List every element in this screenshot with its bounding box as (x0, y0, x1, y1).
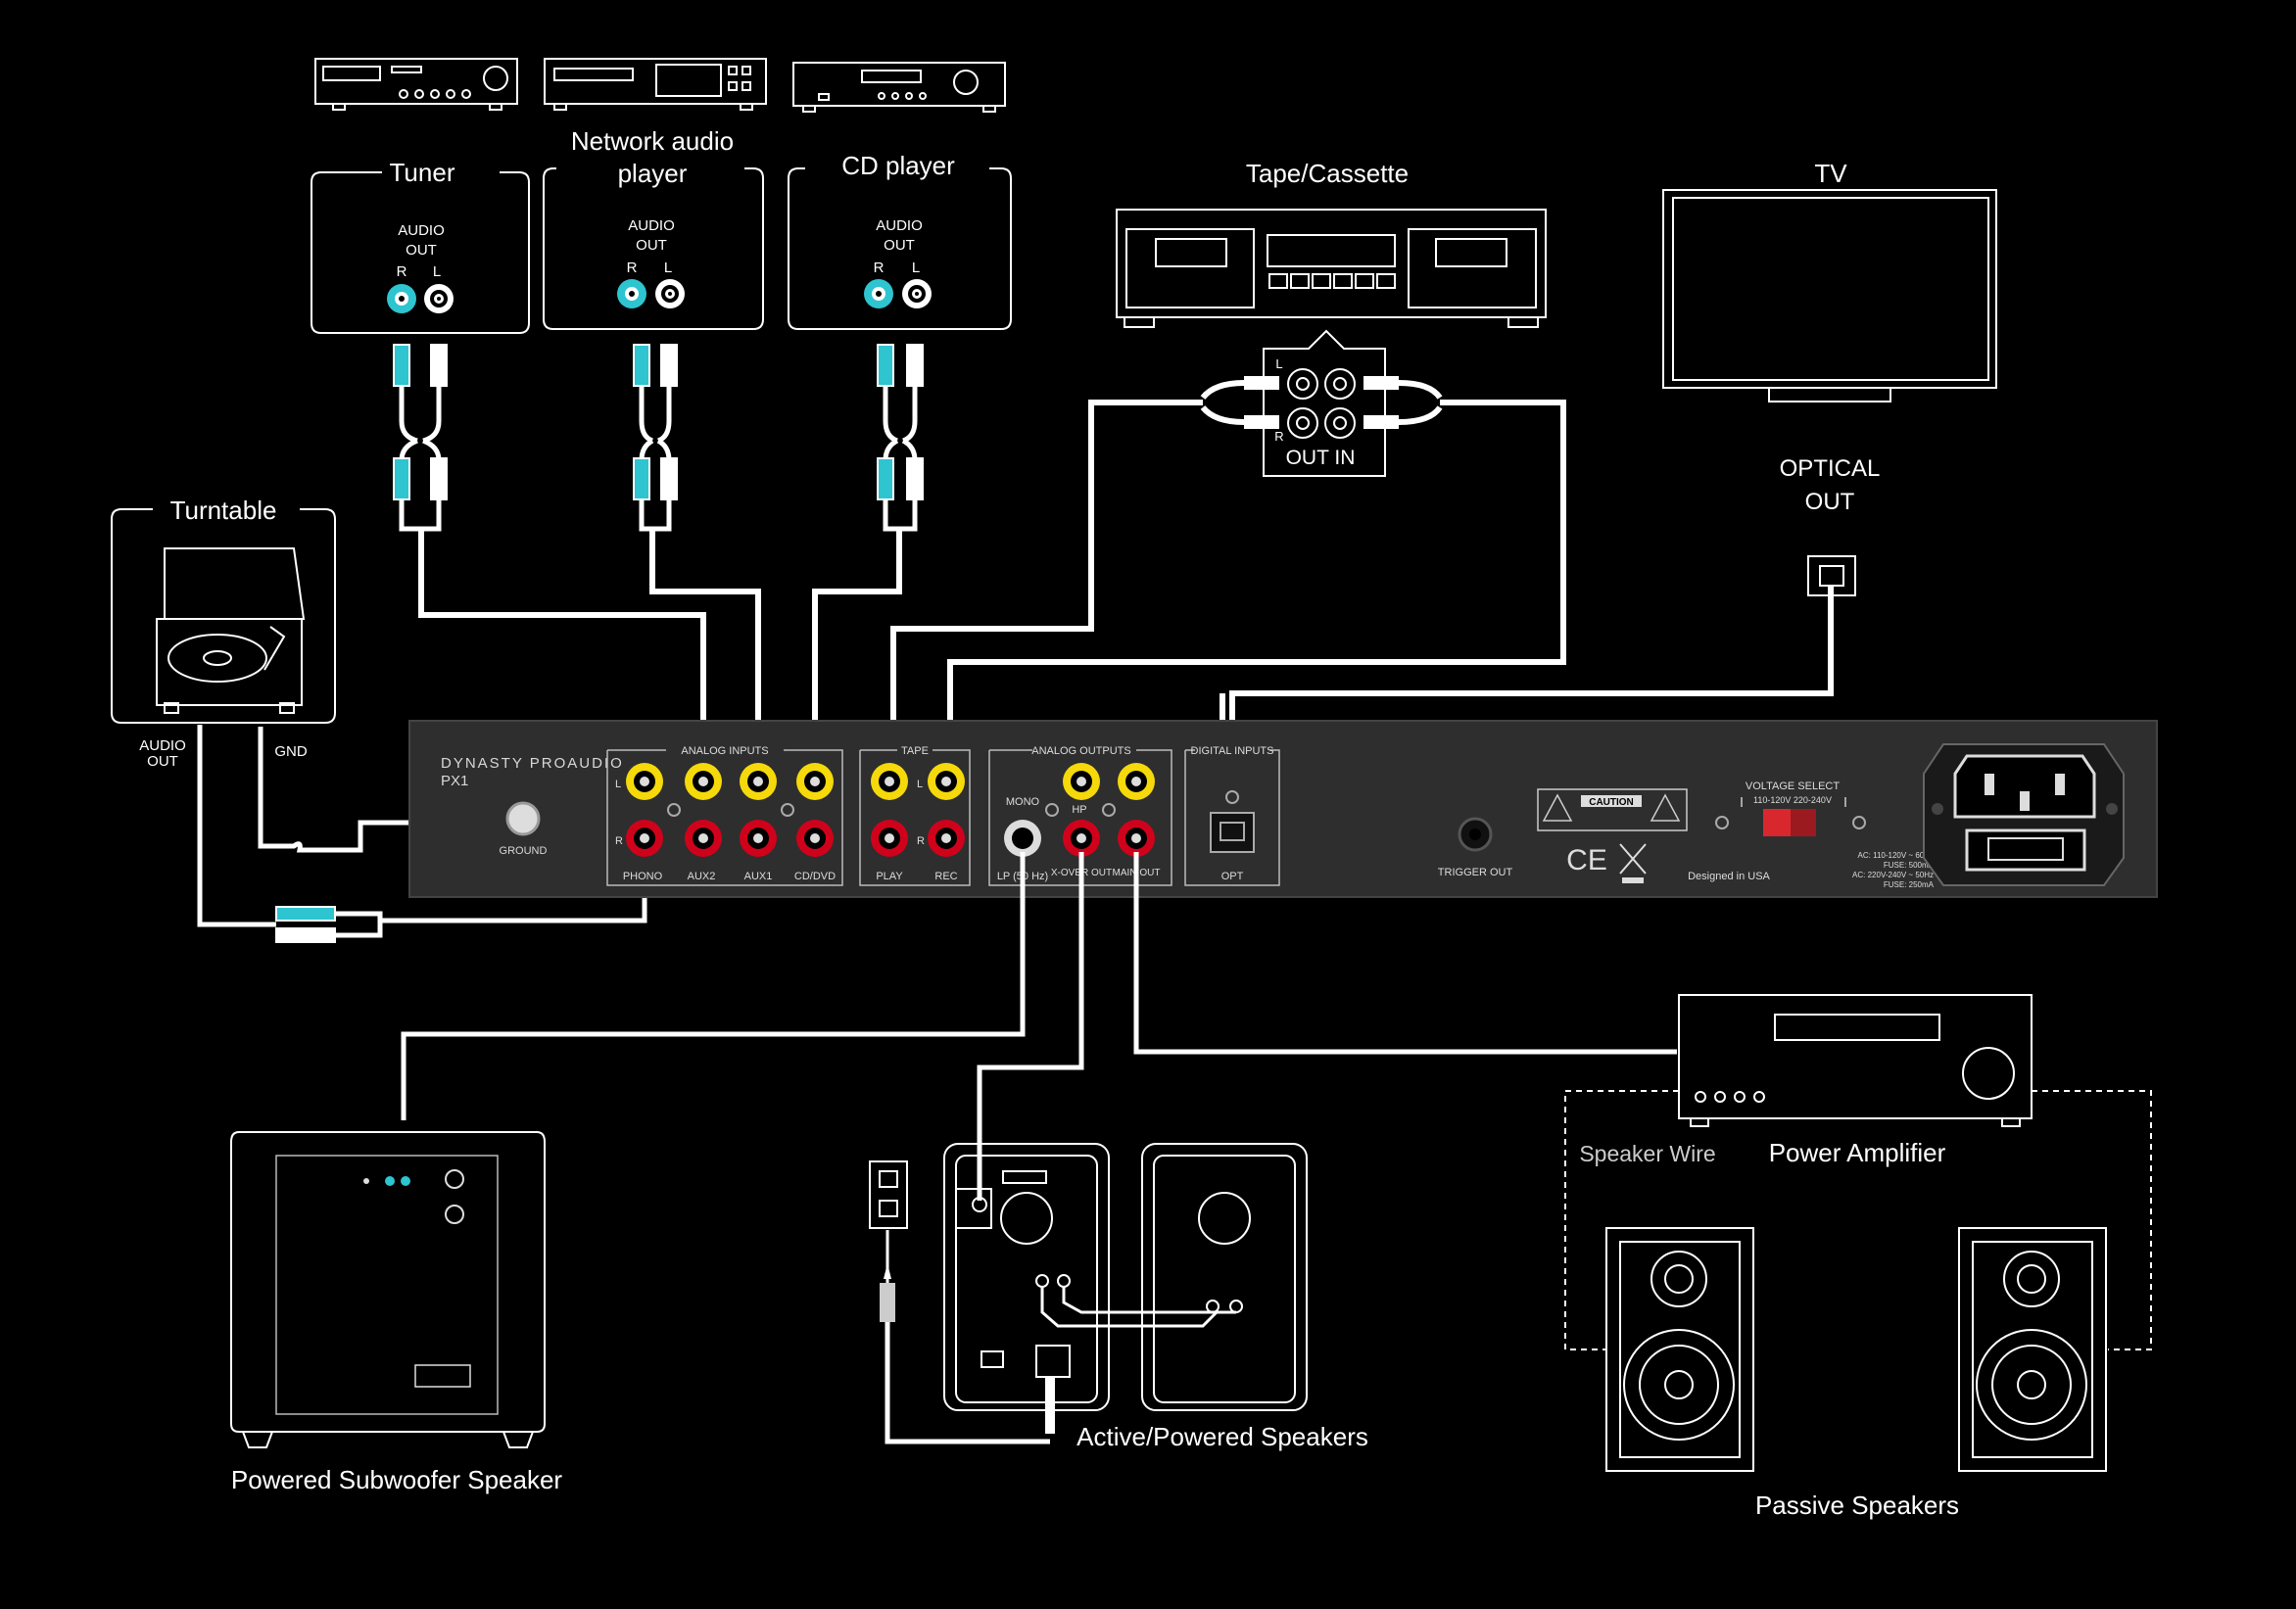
svg-text:AUX1: AUX1 (744, 871, 773, 882)
analog-output-jacks (1004, 763, 1155, 857)
network-title-1: Network audio (571, 126, 734, 156)
svg-text:ANALOG INPUTS: ANALOG INPUTS (681, 745, 768, 757)
svg-text:L: L (917, 779, 923, 790)
svg-text:AUX2: AUX2 (688, 871, 716, 882)
tuner-audio-label: AUDIO (398, 222, 445, 239)
turntable-title: Turntable (170, 496, 277, 525)
tuner-out-label: OUT (406, 242, 437, 259)
tv-title: TV (1814, 159, 1847, 188)
svg-text:R: R (1274, 429, 1283, 444)
speaker-wire-label: Speaker Wire (1579, 1141, 1715, 1166)
svg-text:GND: GND (274, 743, 308, 760)
svg-text:AUDIO: AUDIO (139, 737, 186, 754)
subwoofer-device: Powered Subwoofer Speaker (230, 1131, 563, 1494)
svg-text:110-120V 220-240V: 110-120V 220-240V (1753, 795, 1832, 805)
svg-text:AUDIO: AUDIO (876, 217, 923, 234)
network-player-device-icon (544, 58, 767, 111)
turntable-cables (197, 725, 523, 943)
cd-player-box: CD player AUDIO OUT R L (788, 151, 1012, 330)
turntable-device: Turntable AUDIO OUT GND (111, 496, 336, 770)
svg-text:PLAY: PLAY (876, 871, 903, 882)
svg-text:REC: REC (934, 871, 957, 882)
tape-cassette-device: Tape/Cassette (1116, 159, 1547, 328)
network-player-box: Network audio player AUDIO OUT R L (543, 126, 764, 330)
active-speakers: Active/Powered Speakers (869, 1143, 1368, 1451)
tuner-rca-cable (393, 344, 448, 532)
svg-text:FUSE: 500mA: FUSE: 500mA (1884, 861, 1935, 870)
svg-text:GROUND: GROUND (500, 845, 548, 857)
active-speakers-label: Active/Powered Speakers (1076, 1422, 1368, 1451)
tuner-device-icon (314, 58, 518, 111)
svg-text:MONO: MONO (1006, 796, 1040, 808)
speaker-wire-paths (1564, 1090, 2152, 1350)
svg-text:AUDIO: AUDIO (628, 217, 675, 234)
svg-text:DIGITAL INPUTS: DIGITAL INPUTS (1191, 745, 1274, 757)
svg-text:L: L (615, 779, 621, 790)
svg-text:L: L (664, 260, 672, 276)
tape-out-in-label: OUT IN (1286, 447, 1356, 469)
svg-text:R: R (874, 260, 885, 276)
svg-text:OUT: OUT (884, 237, 915, 254)
svg-text:AC: 110-120V ~ 60Hz: AC: 110-120V ~ 60Hz (1858, 851, 1934, 860)
network-title-2: player (618, 159, 688, 188)
svg-text:FUSE: 250mA: FUSE: 250mA (1884, 880, 1935, 889)
cd-rca-cable (877, 344, 924, 532)
svg-text:AC: 220V-240V ~ 50Hz: AC: 220V-240V ~ 50Hz (1852, 871, 1934, 879)
power-amplifier-device: Power Amplifier Speaker Wire (1579, 994, 2033, 1167)
svg-text:PHONO: PHONO (623, 871, 663, 882)
passive-speakers-label: Passive Speakers (1755, 1491, 1959, 1520)
svg-text:OPT: OPT (1221, 871, 1244, 882)
tape-jacks (871, 763, 965, 857)
svg-text:OUT: OUT (147, 753, 178, 770)
subwoofer-label: Powered Subwoofer Speaker (231, 1465, 563, 1494)
svg-text:CD/DVD: CD/DVD (794, 871, 836, 882)
svg-text:TAPE: TAPE (901, 745, 929, 757)
amp-rear-panel: DYNASTY PROAUDIO PX1 GROUND ANALOG INPUT… (408, 720, 2158, 898)
svg-text:VOLTAGE SELECT: VOLTAGE SELECT (1746, 781, 1840, 792)
svg-text:R: R (397, 263, 407, 280)
cd-title: CD player (841, 151, 955, 180)
svg-text:CAUTION: CAUTION (1589, 797, 1634, 808)
amp-brand: DYNASTY PROAUDIO (441, 755, 624, 772)
tuner-title: Tuner (390, 158, 455, 187)
passive-speaker-left (1605, 1227, 1754, 1472)
svg-text:HP: HP (1072, 804, 1086, 816)
cd-player-device-icon (792, 62, 1006, 113)
output-cables (401, 852, 1677, 1201)
tuner-box: Tuner AUDIO OUT R L (311, 158, 530, 334)
svg-text:R: R (627, 260, 638, 276)
svg-text:L: L (433, 263, 441, 280)
svg-text:ANALOG OUTPUTS: ANALOG OUTPUTS (1031, 745, 1130, 757)
power-amp-label: Power Amplifier (1769, 1138, 1946, 1167)
optical-label-1: OPTICAL (1780, 455, 1881, 482)
optical-label-2: OUT (1805, 489, 1855, 515)
tape-title: Tape/Cassette (1246, 159, 1409, 188)
svg-text:R: R (615, 835, 623, 847)
svg-text:R: R (917, 835, 925, 847)
opt-jack (1210, 812, 1255, 853)
analog-input-jacks (626, 763, 834, 857)
power-inlet (1923, 743, 2125, 886)
svg-text:Designed in USA: Designed in USA (1688, 871, 1770, 882)
svg-text:L: L (912, 260, 920, 276)
svg-text:OUT: OUT (636, 237, 667, 254)
amp-model: PX1 (441, 773, 468, 789)
passive-speaker-right (1958, 1227, 2107, 1472)
network-rca-cable (633, 344, 678, 532)
tape-jack-panel: L R OUT IN (1263, 329, 1386, 477)
svg-text:CE: CE (1566, 844, 1607, 876)
tape-cables (890, 376, 1566, 750)
svg-text:TRIGGER OUT: TRIGGER OUT (1438, 867, 1513, 878)
svg-text:L: L (1275, 356, 1282, 371)
